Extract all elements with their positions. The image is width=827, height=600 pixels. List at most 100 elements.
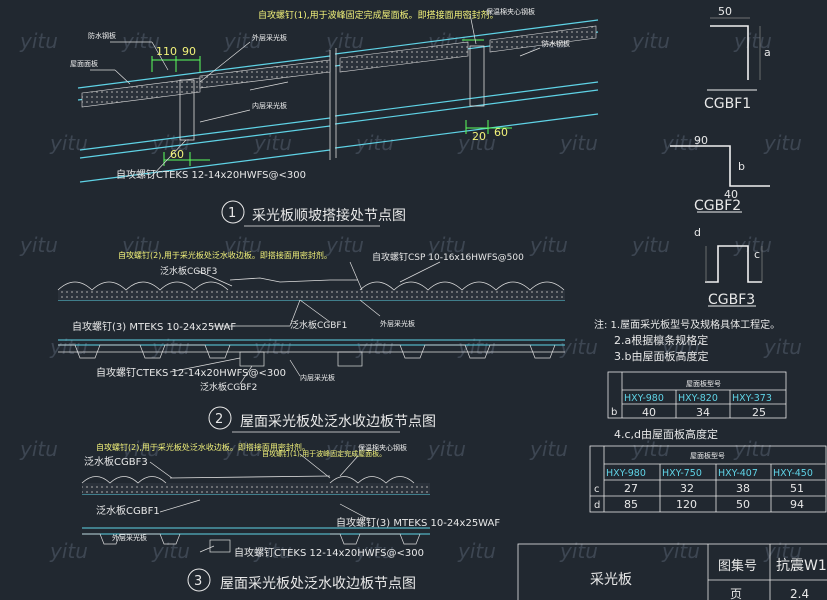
profiles-drawing [670, 17, 770, 307]
watermark-text: yitu [763, 131, 802, 155]
note-4: 4.c,d由屋面板高度定 [614, 427, 718, 441]
watermark-text: yitu [223, 437, 262, 461]
d3-flash-a: 泛水板CGBF3 [84, 455, 148, 468]
watermark-text: yitu [733, 29, 772, 53]
table-b-col-0: HXY-980 [624, 393, 664, 404]
d3-number: 3 [194, 574, 202, 589]
d2-bolt-a: 自攻螺钉(2),用于采光板处泛水收边板。即搭接面用密封剂。 [118, 250, 332, 260]
cgbf1-dim-side: a [764, 46, 771, 59]
title-block-page-value: 2.4 [790, 587, 809, 600]
d3-top-right: 保温棉夹心钢板 [358, 443, 407, 452]
detail-1-drawing [77, 13, 599, 227]
cgbf3-dim-left: d [694, 226, 701, 239]
table-cd-d-2: 50 [736, 498, 750, 511]
detail-3-drawing [81, 453, 430, 592]
watermark-text: yitu [631, 437, 670, 461]
table-cd-d-0: 85 [624, 498, 638, 511]
d2-label-f: 内层采光板 [300, 373, 335, 382]
table-b-val-1: 34 [696, 406, 710, 419]
watermark-text: yitu [151, 539, 190, 563]
cgbf3-name: CGBF3 [708, 292, 755, 308]
watermark-text: yitu [529, 233, 568, 257]
d2-flash-a: 泛水板CGBF3 [160, 265, 217, 277]
note-2: 2.a根据檩条规格定 [614, 333, 708, 347]
watermark-text: yitu [355, 335, 394, 359]
d1-title: 采光板顺坡搭接处节点图 [252, 207, 406, 224]
d3-title: 屋面采光板处泛水收边板节点图 [220, 576, 416, 592]
table-b-grid [607, 371, 787, 419]
d1-callout-mid2: 内层采光板 [252, 101, 287, 110]
d3-bolt-a: 自攻螺钉(2),用于采光板处泛水收边板。即搭接面用密封剂。 [96, 442, 310, 452]
watermark-text: yitu [121, 29, 160, 53]
watermark-text: yitu [427, 437, 466, 461]
watermark-text: yitu [325, 29, 364, 53]
table-b-col-1: HXY-820 [678, 393, 718, 404]
watermark-text: yitu [49, 539, 88, 563]
watermark-text: yitu [223, 29, 262, 53]
d1-dim-b: 90 [182, 45, 196, 58]
title-block-atlas-value: 抗震W1 [776, 558, 827, 574]
d1-number: 1 [228, 206, 236, 221]
watermark-text: yitu [661, 131, 700, 155]
watermark-text: yitu [529, 437, 568, 461]
watermark-text: yitu [19, 437, 58, 461]
d1-dim-c: 60 [170, 148, 184, 161]
title-block-grid [517, 543, 827, 600]
watermark-text: yitu [559, 335, 598, 359]
watermark-text: yitu [325, 233, 364, 257]
table-cd-col-2: HXY-407 [718, 468, 758, 479]
cgbf2-dim-top: 90 [694, 134, 708, 147]
watermark-text: yitu [763, 539, 802, 563]
d3-bolt-c: 自攻螺钉(3) MTEKS 10-24x25WAF [336, 516, 500, 529]
detail-2-drawing [57, 261, 565, 433]
watermark-text: yitu [253, 335, 292, 359]
cgbf1-dim-top: 50 [718, 5, 732, 18]
d3-label-e: 外层采光板 [112, 533, 147, 542]
d2-flash-b: 泛水板CGBF1 [290, 319, 347, 331]
d1-dim-e: 60 [494, 126, 508, 139]
d1-bolt-bottom: 自攻螺钉CTEKS 12-14x20HWFS@<300 [116, 168, 306, 181]
d1-callout-left2: 屋面面板 [70, 59, 98, 68]
title-block-name: 采光板 [590, 572, 632, 588]
watermark-text: yitu [631, 233, 670, 257]
watermark-text: yitu [253, 539, 292, 563]
d1-callout-top: 保温棉夹心钢板 [486, 7, 535, 16]
table-b-header: 屋面板型号 [686, 379, 721, 388]
cgbf2-dim-side: b [738, 160, 745, 173]
d3-flash-b: 泛水板CGBF1 [96, 504, 160, 517]
table-cd-col-0: HXY-980 [606, 468, 646, 479]
table-cd-c-2: 38 [736, 482, 750, 495]
table-cd-row-d-label: d [594, 500, 600, 511]
watermark-text: yitu [631, 29, 670, 53]
watermark-text: yitu [19, 233, 58, 257]
watermark-text: yitu [559, 539, 598, 563]
note-3: 3.b由屋面板高度定 [614, 349, 708, 363]
d2-bolt-d: 自攻螺钉CTEKS 12-14x20HWFS@<300 [96, 366, 286, 379]
title-block-atlas-label: 图集号 [718, 558, 757, 574]
table-cd-col-3: HXY-450 [773, 468, 813, 479]
d1-dim-a: 110 [156, 45, 177, 58]
note-1: 注: 1.屋面采光板型号及规格具体工程定。 [594, 318, 780, 331]
table-cd-c-3: 51 [790, 482, 804, 495]
d1-callout-mid1: 外层采光板 [252, 33, 287, 42]
watermark-text: yitu [223, 233, 262, 257]
d3-bolt-d: 自攻螺钉CTEKS 12-14x20HWFS@<300 [234, 546, 424, 559]
table-cd-grid [589, 445, 827, 513]
table-cd-c-0: 27 [624, 482, 638, 495]
table-cd-header: 屋面板型号 [690, 451, 725, 460]
cgbf1-name: CGBF1 [704, 96, 751, 112]
watermark-text: yitu [121, 233, 160, 257]
title-block-page-label: 页 [730, 587, 742, 600]
d2-bolt-b: 自攻螺钉CSP 10-16x16HWFS@500 [372, 251, 524, 263]
d3-bolt-b: 自攻螺钉(1),用于波峰固定完成屋面板。 [262, 449, 386, 458]
d2-title: 屋面采光板处泛水收边板节点图 [240, 414, 436, 430]
watermark-text: yitu [355, 539, 394, 563]
table-cd-d-1: 120 [676, 498, 697, 511]
table-cd-row-c-label: c [594, 484, 600, 495]
table-b-val-2: 25 [752, 406, 766, 419]
d1-bolt-top: 自攻螺钉(1),用于波峰固定完成屋面板。即搭接面用密封剂。 [258, 9, 499, 21]
watermark-text: yitu [733, 233, 772, 257]
table-cd-c-1: 32 [680, 482, 694, 495]
